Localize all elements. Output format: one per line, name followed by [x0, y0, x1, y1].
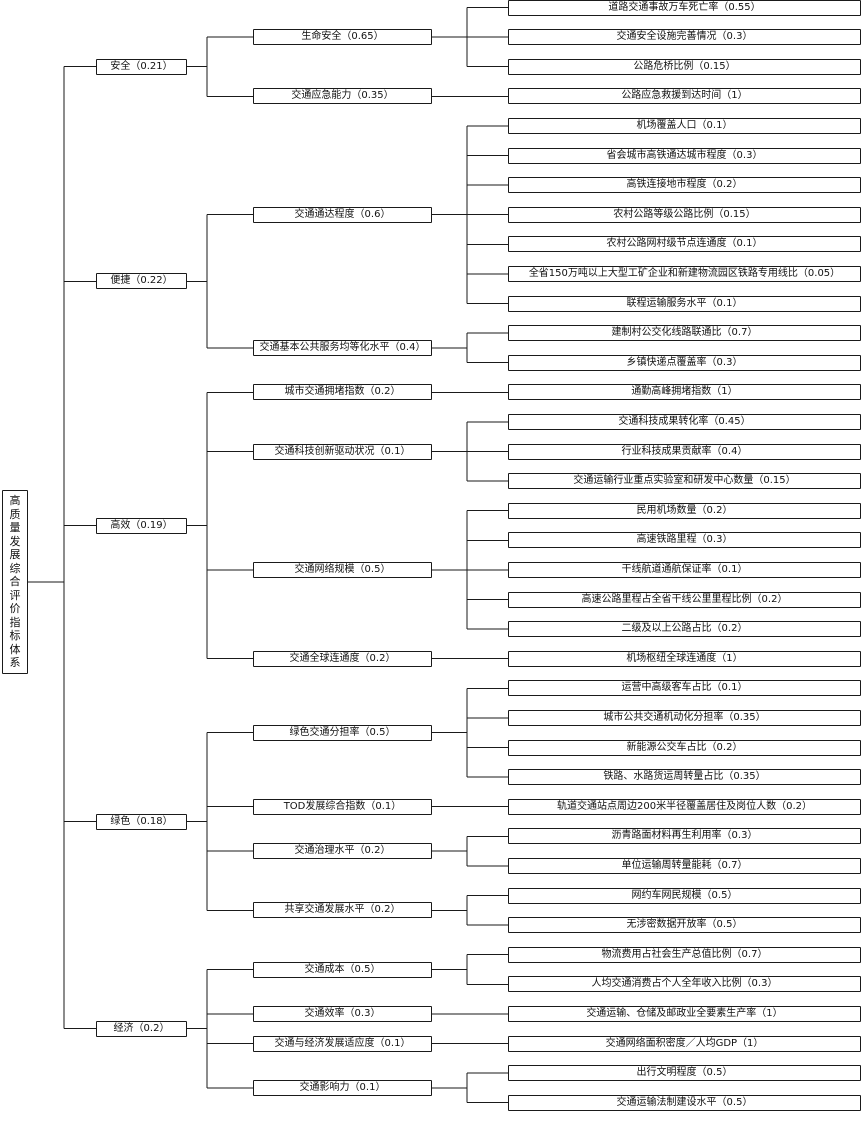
indicator-leaf: 高速铁路里程（0.3） — [508, 532, 861, 549]
indicator-leaf: 交通科技成果转化率（0.45） — [508, 413, 861, 430]
dimension-node: 经济（0.2） — [96, 1020, 187, 1037]
indicator-leaf: 机场覆盖人口（0.1） — [508, 117, 861, 134]
indicator-leaf: 乡镇快递点覆盖率（0.3） — [508, 354, 861, 371]
sub-indicator: 交通与经济发展适应度（0.1） — [253, 1035, 432, 1052]
root-char: 合 — [9, 575, 21, 589]
indicator-leaf: 农村公路等级公路比例（0.15） — [508, 206, 861, 223]
dimension-node: 便捷（0.22） — [96, 273, 187, 290]
indicator-leaf: 省会城市高铁通达城市程度（0.3） — [508, 147, 861, 164]
indicator-leaf: 干线航道通航保证率（0.1） — [508, 561, 861, 578]
root-char: 价 — [9, 602, 21, 616]
indicator-leaf: 通勤高峰拥堵指数（1） — [508, 384, 861, 401]
root-char: 体 — [9, 642, 21, 656]
sub-indicator: 交通影响力（0.1） — [253, 1079, 432, 1096]
indicator-leaf: 出行文明程度（0.5） — [508, 1065, 861, 1082]
indicator-leaf: 交通运输行业重点实验室和研发中心数量（0.15） — [508, 473, 861, 490]
root-char: 高 — [9, 494, 21, 508]
indicator-leaf: 公路危桥比例（0.15） — [508, 58, 861, 75]
dimension-node: 高效（0.19） — [96, 517, 187, 534]
indicator-leaf: 交通网络面积密度／人均GDP（1） — [508, 1035, 861, 1052]
dimension-node: 安全（0.21） — [96, 58, 187, 75]
indicator-leaf: 无涉密数据开放率（0.5） — [508, 917, 861, 934]
sub-indicator: 交通通达程度（0.6） — [253, 206, 432, 223]
indicator-leaf: 行业科技成果贡献率（0.4） — [508, 443, 861, 460]
sub-indicator: TOD发展综合指数（0.1） — [253, 798, 432, 815]
indicator-leaf: 建制村公交化线路联通比（0.7） — [508, 325, 861, 342]
indicator-leaf: 网约车网民规模（0.5） — [508, 887, 861, 904]
sub-indicator: 交通应急能力（0.35） — [253, 88, 432, 105]
indicator-leaf: 人均交通消费占个人全年收入比例（0.3） — [508, 976, 861, 993]
sub-indicator: 绿色交通分担率（0.5） — [253, 724, 432, 741]
root-char: 系 — [9, 656, 21, 670]
root-char: 展 — [9, 548, 21, 562]
root-char: 发 — [9, 534, 21, 548]
root-char: 量 — [9, 521, 21, 535]
sub-indicator: 交通网络规模（0.5） — [253, 561, 432, 578]
sub-indicator: 城市交通拥堵指数（0.2） — [253, 384, 432, 401]
indicator-leaf: 新能源公交车占比（0.2） — [508, 739, 861, 756]
indicator-leaf: 联程运输服务水平（0.1） — [508, 295, 861, 312]
indicator-leaf: 全省150万吨以上大型工矿企业和新建物流园区铁路专用线比（0.05） — [508, 265, 861, 282]
indicator-leaf: 物流费用占社会生产总值比例（0.7） — [508, 946, 861, 963]
sub-indicator: 交通全球连通度（0.2） — [253, 650, 432, 667]
root-char: 综 — [9, 561, 21, 575]
indicator-leaf: 轨道交通站点周边200米半径覆盖居住及岗位人数（0.2） — [508, 798, 861, 815]
indicator-leaf: 沥青路面材料再生利用率（0.3） — [508, 828, 861, 845]
root-node: 高质量发展综合评价指标体系 — [2, 490, 28, 674]
indicator-leaf: 交通运输法制建设水平（0.5） — [508, 1094, 861, 1111]
root-char: 质 — [9, 507, 21, 521]
sub-indicator: 交通治理水平（0.2） — [253, 843, 432, 860]
sub-indicator: 交通科技创新驱动状况（0.1） — [253, 443, 432, 460]
sub-indicator: 交通基本公共服务均等化水平（0.4） — [253, 339, 432, 356]
sub-indicator: 生命安全（0.65） — [253, 29, 432, 46]
indicator-leaf: 高铁连接地市程度（0.2） — [508, 177, 861, 194]
indicator-leaf: 铁路、水路货运周转量占比（0.35） — [508, 769, 861, 786]
indicator-leaf: 交通安全设施完善情况（0.3） — [508, 29, 861, 46]
indicator-leaf: 高速公路里程占全省干线公里里程比例（0.2） — [508, 591, 861, 608]
root-char: 标 — [9, 629, 21, 643]
indicator-leaf: 交通运输、仓储及邮政业全要素生产率（1） — [508, 1005, 861, 1022]
indicator-leaf: 运营中高级客车占比（0.1） — [508, 680, 861, 697]
indicator-leaf: 公路应急救援到达时间（1） — [508, 88, 861, 105]
sub-indicator: 共享交通发展水平（0.2） — [253, 902, 432, 919]
indicator-leaf: 单位运输周转量能耗（0.7） — [508, 857, 861, 874]
sub-indicator: 交通效率（0.3） — [253, 1005, 432, 1022]
indicator-leaf: 农村公路网村级节点连通度（0.1） — [508, 236, 861, 253]
dimension-node: 绿色（0.18） — [96, 813, 187, 830]
indicator-leaf: 民用机场数量（0.2） — [508, 502, 861, 519]
root-char: 评 — [9, 588, 21, 602]
indicator-leaf: 机场枢纽全球连通度（1） — [508, 650, 861, 667]
indicator-leaf: 二级及以上公路占比（0.2） — [508, 621, 861, 638]
sub-indicator: 交通成本（0.5） — [253, 961, 432, 978]
indicator-leaf: 道路交通事故万车死亡率（0.55） — [508, 0, 861, 16]
indicator-leaf: 城市公共交通机动化分担率（0.35） — [508, 709, 861, 726]
root-char: 指 — [9, 615, 21, 629]
